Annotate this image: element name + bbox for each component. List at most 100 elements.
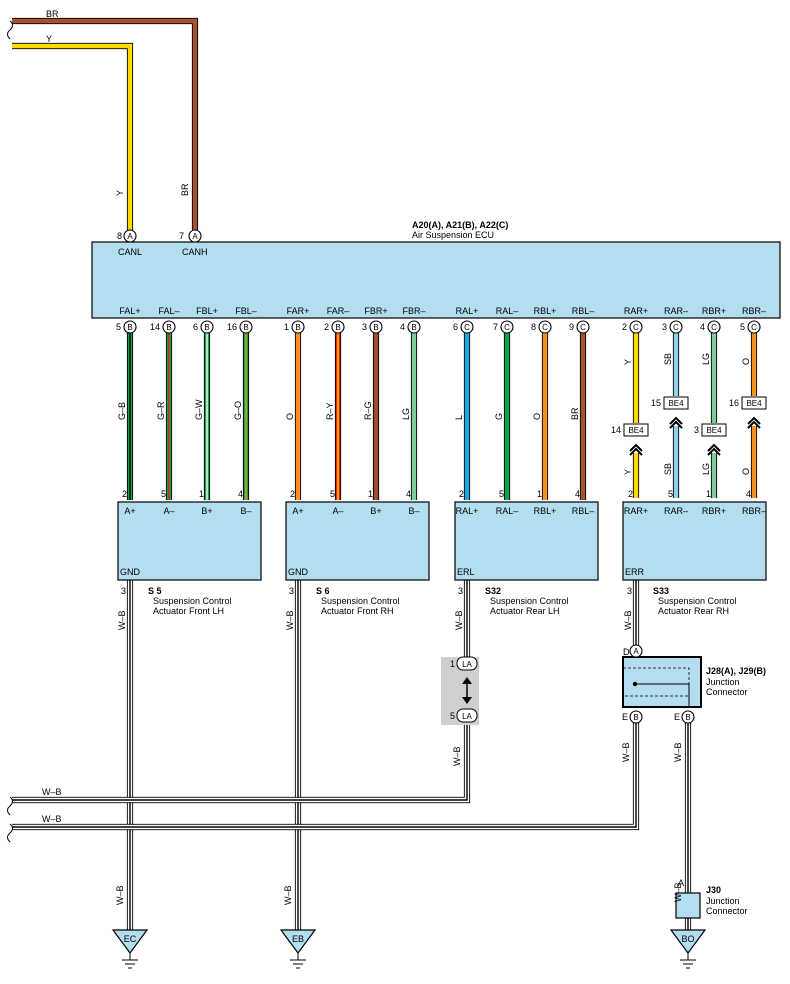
j28-top-terminal: [629, 644, 643, 658]
be4-number: 16: [729, 398, 739, 408]
wire-label: LG: [401, 408, 411, 420]
top-wire-label-y: Y: [46, 34, 52, 44]
gnd-wire-label: W–B: [285, 610, 295, 630]
be4-box: [663, 396, 689, 410]
j30-title: J30: [706, 885, 721, 895]
ecu-pin-circle-letter: B: [166, 323, 171, 332]
j28-bottom-right-terminal: [681, 710, 695, 724]
ecu-pin-number: 4: [400, 322, 405, 332]
gnd-wire-j28-left-outline: [12, 723, 640, 831]
top-wire-label-br: BR: [46, 9, 59, 19]
ecu-pin-circle-letter: B: [204, 323, 209, 332]
actuator-pin-name: B+: [201, 506, 212, 516]
la-top-number: 1: [450, 659, 455, 669]
la-top-terminal: [456, 656, 478, 671]
pin-name: CANL: [118, 247, 142, 257]
be4-number: 14: [611, 425, 621, 435]
j28-top-pin: D: [623, 647, 630, 657]
pin-name: CANH: [182, 247, 208, 257]
actuator-pin-number: 2: [459, 489, 464, 499]
be4-label: BE4: [628, 426, 644, 435]
ecu-pin-name: FAR+: [287, 306, 310, 316]
actuator-desc1: Suspension Control: [153, 596, 232, 606]
ecu-pin-name: RBR–: [742, 306, 766, 316]
j28-bottom-left-terminal: [629, 710, 643, 724]
actuator-pin-number: 1: [368, 489, 373, 499]
ecu-pin-circle: [331, 320, 345, 334]
gnd-wire-label: W–B: [454, 610, 464, 630]
la-top-label: LA: [462, 660, 472, 669]
actuator-desc1: Suspension Control: [321, 596, 400, 606]
actuator-code: S32: [485, 586, 501, 596]
gnd-wire-la: [12, 724, 470, 803]
can-wire-label-br: BR: [180, 183, 190, 196]
wire-label: R–G: [363, 401, 373, 420]
ecu-pin-circle-letter: B: [127, 323, 132, 332]
actuator-pin-name: RBR+: [702, 506, 726, 516]
ecu-pin-circle-letter: C: [464, 323, 470, 332]
gnd-wire-label: W–B: [623, 610, 633, 630]
can-wire-y-outline: [12, 42, 134, 230]
wire-label-upper: Y: [623, 359, 633, 365]
j28-box: [622, 656, 702, 708]
ecu-pin-circle: [200, 320, 214, 334]
actuator-pin-number: 1: [706, 489, 711, 499]
pin-connector: A: [127, 232, 133, 241]
wire-label-lower: Y: [623, 469, 633, 475]
ground-ec-icon: EC: [111, 929, 149, 969]
actuator-pin-name: A–: [163, 506, 174, 516]
actuator-pin-name: B+: [370, 506, 381, 516]
ecu-pin-circle: [576, 320, 590, 334]
gnd-pin-number: 3: [458, 586, 463, 596]
actuator-pin-name: RAL–: [496, 506, 519, 516]
ecu-pin-circle: [239, 320, 253, 334]
la-down-arrow-icon: [462, 697, 472, 704]
wire-label: O: [532, 413, 542, 420]
actuator-pin-number: 4: [575, 489, 580, 499]
actuator-pin-name: RAR+: [624, 506, 648, 516]
ecu-pin-name: RAL+: [456, 306, 479, 316]
ecu-box: [91, 241, 781, 319]
ground-label: EB: [292, 934, 304, 944]
actuator-pin-name: A+: [292, 506, 303, 516]
actuator-pin-name: B–: [240, 506, 251, 516]
j28-top-conn: A: [633, 647, 639, 656]
actuator-pin-name: RBL+: [534, 506, 557, 516]
actuator-gnd-name: GND: [120, 567, 141, 577]
ecu-pin-name: RAR+: [624, 306, 648, 316]
actuator-pin-number: 4: [746, 489, 751, 499]
j28-bottom-left-conn: B: [633, 713, 638, 722]
actuator-gnd-name: GND: [288, 567, 309, 577]
ecu-pin-number: 9: [569, 322, 574, 332]
ecu-pin-number: 5: [740, 322, 745, 332]
j28-title: J28(A), J29(B): [706, 666, 766, 676]
be4-box: [623, 423, 649, 437]
actuator-gnd-name: ERL: [457, 567, 475, 577]
gnd-wire-j28-left-stripe: [12, 723, 637, 828]
j28-wire-right: W–B: [673, 742, 683, 762]
pin-number: 7: [179, 231, 184, 241]
be4-label: BE4: [668, 399, 684, 408]
junction-j30: A J30 Junction Connector W–B: [673, 878, 748, 919]
wire-label: L: [454, 415, 464, 420]
la-connector: 1 LA 5 LA W–B: [441, 656, 479, 766]
wire-label: G–O: [233, 401, 243, 420]
actuator-desc1: Suspension Control: [658, 596, 737, 606]
ecu-pin-circle-letter: C: [751, 323, 757, 332]
wire-label: G–B: [117, 402, 127, 420]
can-wire-br: [12, 18, 198, 230]
ecu-pin-circle-letter: B: [411, 323, 416, 332]
actuator-code: S33: [653, 586, 669, 596]
j28-bottom-right-conn: B: [685, 713, 690, 722]
be4-chevron-icon: [669, 416, 683, 429]
actuator-code: S 6: [316, 586, 330, 596]
la-up-arrow-icon: [462, 677, 472, 684]
ecu-pin-circle: [460, 320, 474, 334]
ecu-pin-number: 16: [227, 322, 237, 332]
ecu-pin-circle-letter: C: [580, 323, 586, 332]
ecu-pin-number: 2: [622, 322, 627, 332]
ecu-pin-circle-letter: C: [633, 323, 639, 332]
